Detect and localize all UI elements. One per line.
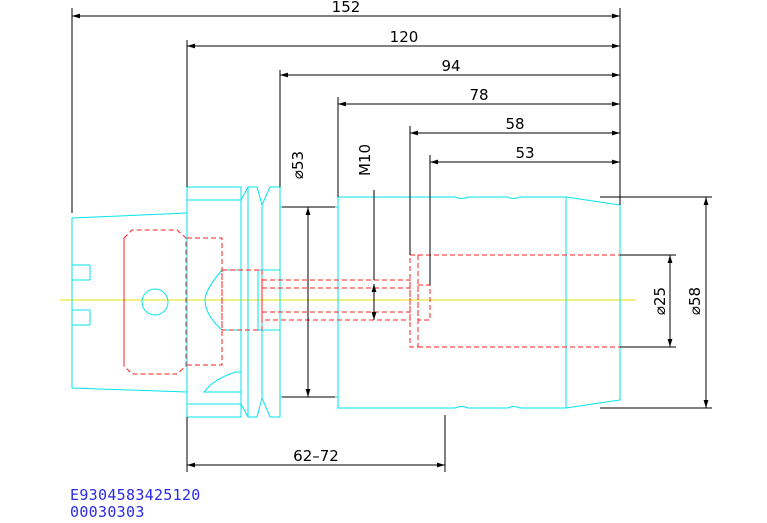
dim-overall-length: 152 [332,0,361,16]
dim-dia-flange: ⌀53 [289,151,307,179]
dim-dia-body: ⌀58 [686,287,704,315]
dim-length-94: 94 [441,57,460,75]
part-outline [71,186,621,418]
dim-length-78: 78 [469,86,488,104]
part-code-line-2: 00030303 [70,503,145,521]
dim-length-120: 120 [390,28,419,46]
dim-length-58: 58 [505,115,524,133]
dimension-lines [71,8,712,472]
dim-dia-bore: ⌀25 [651,287,669,315]
dim-thread: M10 [356,144,374,176]
part-code-line-1: E9304583425120 [70,486,201,504]
dim-gauge-range: 62–72 [293,447,339,465]
hidden-lines [123,229,620,375]
dim-length-53: 53 [515,144,534,162]
